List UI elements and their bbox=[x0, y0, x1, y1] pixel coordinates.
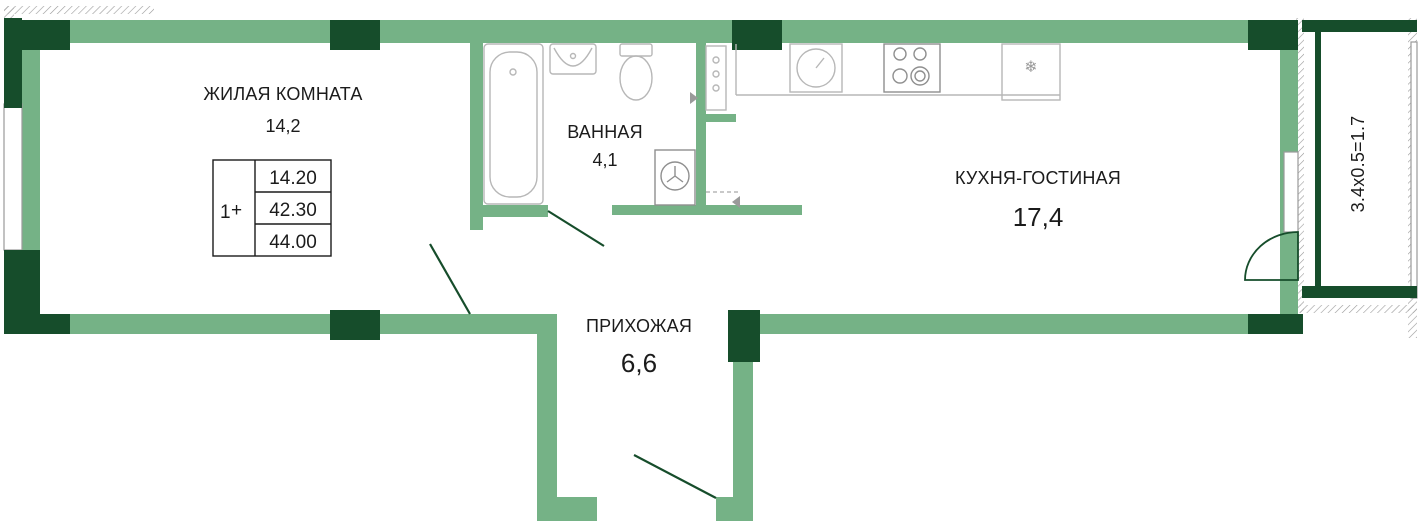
columns bbox=[4, 18, 1303, 362]
legend-total-with-balcony: 44.00 bbox=[269, 232, 317, 253]
boiler-icon bbox=[690, 45, 740, 208]
washing-machine-icon bbox=[654, 149, 696, 206]
sink-icon bbox=[549, 43, 597, 75]
svg-text:❄: ❄ bbox=[1024, 57, 1037, 76]
hallway-area: 6,6 bbox=[621, 348, 657, 378]
kitchen-sink-icon bbox=[789, 43, 843, 93]
bathroom-name: ВАННАЯ bbox=[567, 122, 643, 142]
balcony bbox=[1302, 20, 1417, 298]
area-legend: 1 + 14.20 42.30 44.00 bbox=[212, 159, 332, 257]
kitchen-counter bbox=[735, 44, 1060, 96]
kitchen-living-name: КУХНЯ-ГОСТИНАЯ bbox=[955, 168, 1121, 188]
legend-rooms-count: 1 bbox=[220, 202, 231, 223]
hallway-name: ПРИХОЖАЯ bbox=[586, 316, 692, 336]
legend-total-area: 42.30 bbox=[269, 200, 317, 221]
legend-living-area: 14.20 bbox=[269, 168, 317, 189]
stove-icon bbox=[883, 43, 941, 93]
doors bbox=[429, 210, 1299, 499]
fridge-icon: ❄ bbox=[1001, 43, 1061, 101]
bathtub-icon bbox=[483, 43, 544, 205]
kitchen-living-area: 17,4 bbox=[1013, 202, 1064, 232]
balcony-formula: 3.4x0.5=1.7 bbox=[1348, 116, 1368, 213]
toilet-icon bbox=[619, 43, 653, 101]
living-room-area: 14,2 bbox=[265, 116, 300, 136]
windows bbox=[3, 41, 1418, 299]
legend-rooms-suffix: + bbox=[231, 200, 242, 221]
living-room-name: ЖИЛАЯ КОМНАТА bbox=[203, 84, 362, 104]
bathroom-area: 4,1 bbox=[592, 150, 617, 170]
